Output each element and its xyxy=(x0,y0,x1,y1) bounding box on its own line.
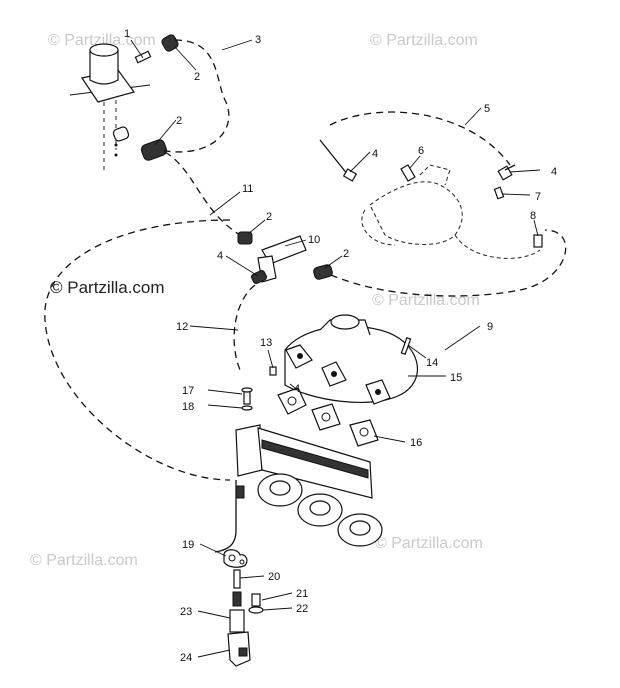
callout-12: 12 xyxy=(176,321,188,333)
callout-2-center: 2 xyxy=(266,211,272,223)
callout-labels: 1 2 3 2 5 4 6 4 7 8 11 2 10 4 2 12 9 13 … xyxy=(124,28,557,664)
callout-19: 19 xyxy=(182,539,194,551)
callout-2-right: 2 xyxy=(343,248,349,260)
callout-7: 7 xyxy=(535,191,541,203)
bottom-parts xyxy=(223,549,264,667)
watermark-top-right: © Partzilla.com xyxy=(370,32,478,49)
callout-9: 9 xyxy=(487,321,493,333)
watermark-layer: © Partzilla.com © Partzilla.com © Partzi… xyxy=(30,32,483,569)
callout-10: 10 xyxy=(308,234,320,246)
callout-2-left: 2 xyxy=(176,115,182,127)
callout-23: 23 xyxy=(180,606,192,618)
hose-3 xyxy=(159,39,230,153)
hose-5 xyxy=(329,111,511,166)
intake-ghost xyxy=(319,139,543,259)
callout-4-right: 4 xyxy=(551,166,557,178)
hose-12 xyxy=(44,219,231,481)
screw-washer xyxy=(241,366,277,411)
callout-5: 5 xyxy=(484,103,490,115)
gaskets xyxy=(277,387,379,447)
manifold xyxy=(284,314,418,405)
callout-13: 13 xyxy=(260,337,272,349)
callout-15: 15 xyxy=(450,372,462,384)
watermark-bottom-left: © Partzilla.com xyxy=(30,552,138,569)
callout-3: 3 xyxy=(255,34,261,46)
callout-16: 16 xyxy=(410,437,422,449)
hose-9 xyxy=(319,229,567,297)
callout-22: 22 xyxy=(296,603,308,615)
callout-24: 24 xyxy=(180,652,192,664)
hose-lines xyxy=(44,39,567,553)
hose-12b xyxy=(233,284,256,371)
callout-21: 21 xyxy=(296,588,308,600)
watermark-top-left: © Partzilla.com xyxy=(48,32,156,49)
callout-20: 20 xyxy=(268,571,280,583)
callout-6: 6 xyxy=(418,145,424,157)
carburetor-assembly xyxy=(235,424,383,547)
callout-4-upper: 4 xyxy=(372,148,378,160)
leader-lines xyxy=(130,39,541,658)
callout-4-manifold: 4 xyxy=(294,383,300,395)
callout-14: 14 xyxy=(426,357,438,369)
callout-17: 17 xyxy=(182,385,194,397)
callout-4-tee: 4 xyxy=(217,250,223,262)
callout-18: 18 xyxy=(182,401,194,413)
callout-1: 1 xyxy=(124,28,130,40)
hose-11 xyxy=(164,151,241,236)
oil-tank-fitting xyxy=(69,34,179,170)
callout-8: 8 xyxy=(530,210,536,222)
callout-11: 11 xyxy=(242,183,253,195)
watermark-bottom-right: © Partzilla.com xyxy=(375,535,483,552)
watermark-main: © Partzilla.com xyxy=(50,278,165,297)
callout-2-top: 2 xyxy=(194,71,200,83)
